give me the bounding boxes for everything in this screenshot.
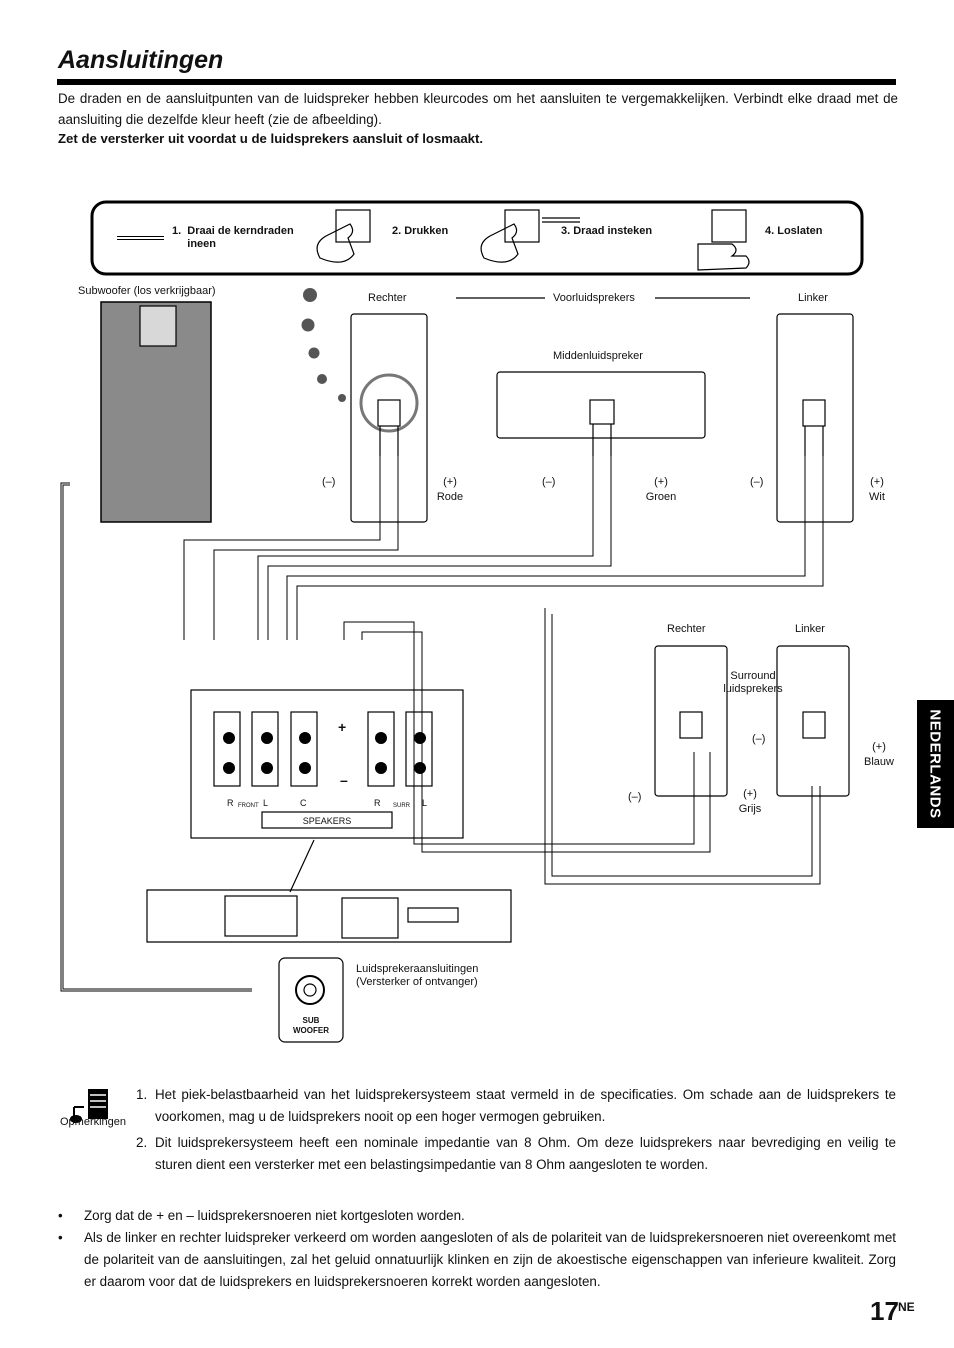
page-title: Aansluitingen <box>58 46 224 74</box>
sl-plus-label: (+) <box>872 741 886 753</box>
bullet-item: • Zorg dat de + en – luidsprekersnoeren … <box>58 1205 896 1227</box>
sl-minus-label: (–) <box>752 733 766 745</box>
surround-right-speaker <box>654 645 728 797</box>
page-suffix: NE <box>898 1300 915 1314</box>
front-left-speaker <box>776 313 854 523</box>
surround-left-label: Linker <box>795 623 825 635</box>
front-right-label: Rechter <box>368 292 407 304</box>
music-note-icon <box>70 1089 108 1123</box>
blue-label: Blauw <box>864 756 894 768</box>
front-label: FRONT <box>238 803 259 809</box>
center-c-label: C <box>300 798 307 808</box>
note-text: Dit luidsprekersysteem heeft een nominal… <box>155 1135 896 1172</box>
note-number: 1. <box>136 1087 148 1102</box>
language-tab-label: NEDERLANDS <box>926 709 944 819</box>
bullet-text: Zorg dat de + en – luidsprekersnoeren ni… <box>84 1208 465 1223</box>
sr-minus-label: (–) <box>628 791 642 803</box>
white-label: Wit <box>869 491 885 503</box>
front-r-label: R <box>227 798 234 808</box>
zoom-dots <box>301 288 346 402</box>
page-number: 17 <box>870 1296 899 1326</box>
warning-text: Zet de versterker uit voordat u de luids… <box>58 131 484 146</box>
note-item: 2. Dit luidsprekersysteem heeft een nomi… <box>136 1132 896 1176</box>
sub-woofer-jack <box>278 957 344 1043</box>
fr-plus-label: (+) <box>443 476 457 488</box>
release-hand-icon <box>697 209 750 271</box>
center-speaker-label: Middenluidspreker <box>553 350 643 362</box>
surround-right-label: Rechter <box>667 623 706 635</box>
terminal-plus-sign: + <box>338 719 347 735</box>
bullet-text: Als de linker en rechter luidspreker ver… <box>84 1230 896 1289</box>
speakers-label-box <box>261 811 393 829</box>
intro-paragraph: De draden en de aansluitpunten van de lu… <box>58 91 898 127</box>
step-3-label: 3. Draad insteken <box>561 225 653 237</box>
language-side-tab: NEDERLANDS <box>917 700 954 828</box>
step-4-label: 4. Loslaten <box>765 225 823 237</box>
green-label: Groen <box>645 491 677 503</box>
fl-minus-label: (–) <box>750 476 764 488</box>
callout-line <box>289 839 315 893</box>
bullet-marker: • <box>58 1208 63 1223</box>
fr-minus-label: (–) <box>322 476 336 488</box>
bullet-item: • Als de linker en rechter luidspreker v… <box>58 1227 896 1293</box>
center-speaker <box>496 371 706 456</box>
note-text: Het piek-belastbaarheid van het luidspre… <box>155 1087 896 1124</box>
step-2-label: 2. Drukken <box>392 225 449 237</box>
surround-left-speaker <box>776 645 850 797</box>
bullet-list: • Zorg dat de + en – luidsprekersnoeren … <box>58 1205 896 1293</box>
front-right-speaker <box>350 313 428 523</box>
receiver-unit <box>146 889 512 943</box>
c-plus-label: (+) <box>654 476 668 488</box>
front-l-label: L <box>263 798 269 808</box>
fl-plus-label: (+) <box>870 476 884 488</box>
notes-label: Opmerkingen <box>60 1116 127 1128</box>
sub-woofer-jack-label: SUB WOOFER <box>293 1016 329 1035</box>
speaker-wires <box>183 456 824 885</box>
surr-r-label: R <box>374 798 381 808</box>
front-left-label: Linker <box>798 292 828 304</box>
steps-panel <box>90 200 864 276</box>
subwoofer-label: Subwoofer (los verkrijgbaar) <box>78 285 216 297</box>
subwoofer-plate <box>139 305 177 347</box>
red-label: Rode <box>436 491 464 503</box>
surr-label: SURR <box>393 803 411 809</box>
speaker-terminal-panel <box>190 689 464 839</box>
c-minus-label: (–) <box>542 476 556 488</box>
note-number: 2. <box>136 1135 148 1150</box>
speakers-label: SPEAKERS <box>302 816 352 826</box>
surround-speakers-label: Surround luidsprekers <box>723 670 783 695</box>
step-1-label: 1. Draai de kerndraden ineen <box>172 225 294 250</box>
insert-hand-icon <box>480 209 580 263</box>
receiver-terminals-label: Luidsprekeraansluitingen (Versterker of … <box>356 963 479 988</box>
notes-list: 1. Het piek-belastbaarheid van het luids… <box>136 1084 896 1180</box>
terminal-minus-sign: – <box>340 772 348 788</box>
press-hand-icon <box>316 209 371 263</box>
terminal-dots <box>223 732 426 774</box>
front-speakers-label: Voorluidsprekers <box>553 292 635 304</box>
sr-plus-label: (+) <box>743 788 757 800</box>
terminal-blocks <box>213 711 433 787</box>
surr-l-label: L <box>422 798 428 808</box>
grey-label: Grijs <box>738 803 762 815</box>
title-rule <box>57 79 896 85</box>
bullet-marker: • <box>58 1230 63 1245</box>
connection-diagram <box>60 200 864 1043</box>
note-item: 1. Het piek-belastbaarheid van het luids… <box>136 1084 896 1128</box>
